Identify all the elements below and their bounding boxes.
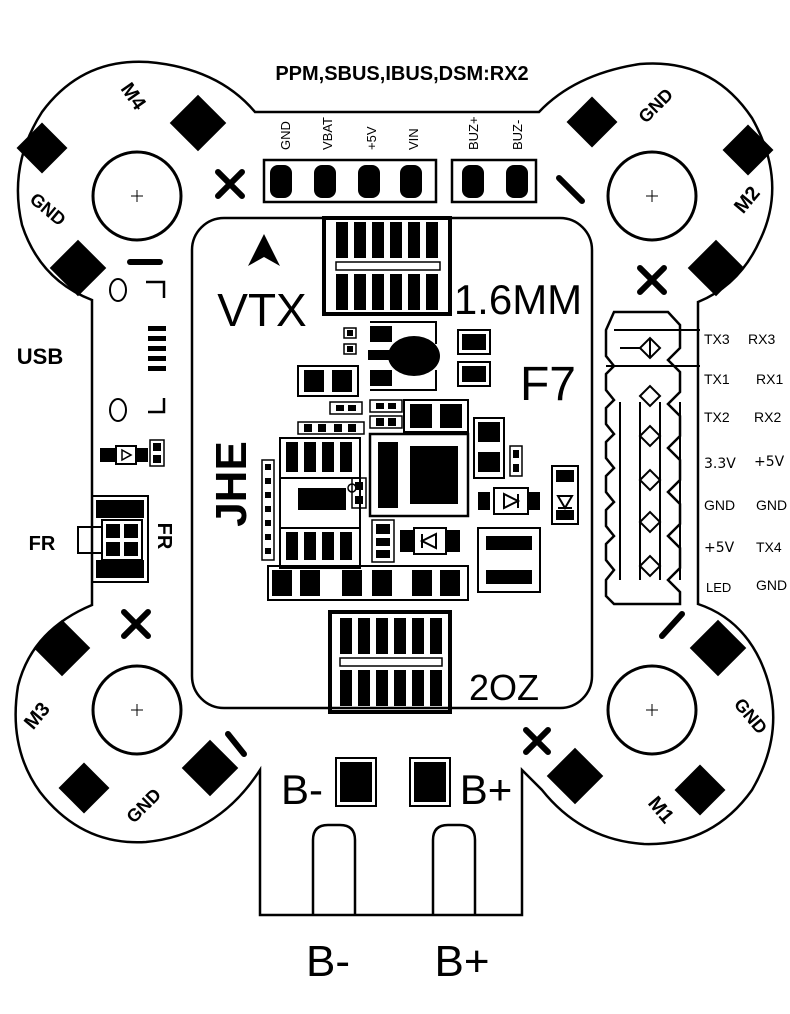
uart-label-5v-a: +5V (754, 454, 785, 470)
gnd-label-m3: GND (123, 785, 165, 827)
motor-direction-marks (121, 169, 685, 757)
fr-switch (77, 495, 149, 583)
pin-label-vin: VIN (406, 128, 421, 150)
pin-label-buz-plus: BUZ+ (466, 116, 481, 150)
motor-label-m4: M4 (116, 79, 150, 115)
battery-plus-wire-label: B+ (434, 937, 489, 986)
uart-label-5v-b: +5V (704, 540, 735, 556)
fr-label-right: FR (153, 523, 175, 550)
mount-hole-m1 (606, 664, 698, 756)
uart-label-rx1: RX1 (756, 371, 783, 387)
uart-header (604, 310, 700, 606)
pin-label-gnd: GND (278, 121, 293, 150)
spacing-label: 1.6MM (454, 276, 582, 323)
battery-minus-pad-label: B- (281, 766, 323, 813)
motor-label-m3: M3 (20, 698, 55, 733)
uart-label-gnd-c: GND (756, 577, 787, 593)
pin-label-vbat: VBAT (320, 117, 335, 150)
mount-hole-m3 (91, 664, 183, 756)
center-components (261, 321, 579, 601)
uart-label-gnd-b: GND (756, 497, 787, 513)
rx2-protocol-label: PPM,SBUS,IBUS,DSM:RX2 (275, 63, 528, 85)
fr-label-left: FR (29, 533, 56, 555)
usb-connector (109, 278, 166, 422)
gnd-label-m4: GND (26, 189, 69, 230)
vtx-label: VTX (217, 284, 306, 336)
pin-label-buz-minus: BUZ- (510, 120, 525, 150)
pin-label-5v: +5V (364, 126, 379, 150)
uart-labels: TX3 RX3 TX1 RX1 TX2 RX2 3.3V +5V GND GND… (704, 331, 787, 595)
gnd-label-m2: GND (635, 85, 677, 127)
battery-minus-wire-label: B- (306, 937, 350, 986)
uart-label-gnd-a: GND (704, 497, 735, 513)
usb-label: USB (17, 344, 63, 369)
motor-label-m2: M2 (730, 182, 765, 217)
uart-label-tx3: TX3 (704, 331, 730, 347)
fc-label: F7 (520, 358, 576, 411)
uart-label-tx4: TX4 (756, 539, 782, 555)
mount-hole-m2 (606, 150, 698, 242)
uart-label-tx2: TX2 (704, 409, 730, 425)
top-connector (262, 158, 538, 204)
uart-label-rx3: RX3 (748, 331, 775, 347)
vtx-arrow-icon (248, 234, 280, 266)
uart-label-rx2: RX2 (754, 409, 781, 425)
gnd-label-m1: GND (730, 694, 771, 737)
uart-label-3v3: 3.3V (704, 456, 736, 472)
top-power-connector (322, 216, 452, 316)
bottom-power-connector (328, 610, 452, 714)
battery-plus-pad-label: B+ (460, 766, 513, 813)
uart-label-led: LED (706, 580, 731, 595)
motor-label-m1: M1 (643, 792, 678, 827)
copper-label: 2OZ (469, 667, 539, 708)
battery-pads (335, 757, 451, 807)
left-led-diode (100, 439, 165, 467)
uart-label-tx1: TX1 (704, 371, 730, 387)
mount-hole-m4 (91, 150, 183, 242)
brand-label: JHE (207, 441, 256, 527)
